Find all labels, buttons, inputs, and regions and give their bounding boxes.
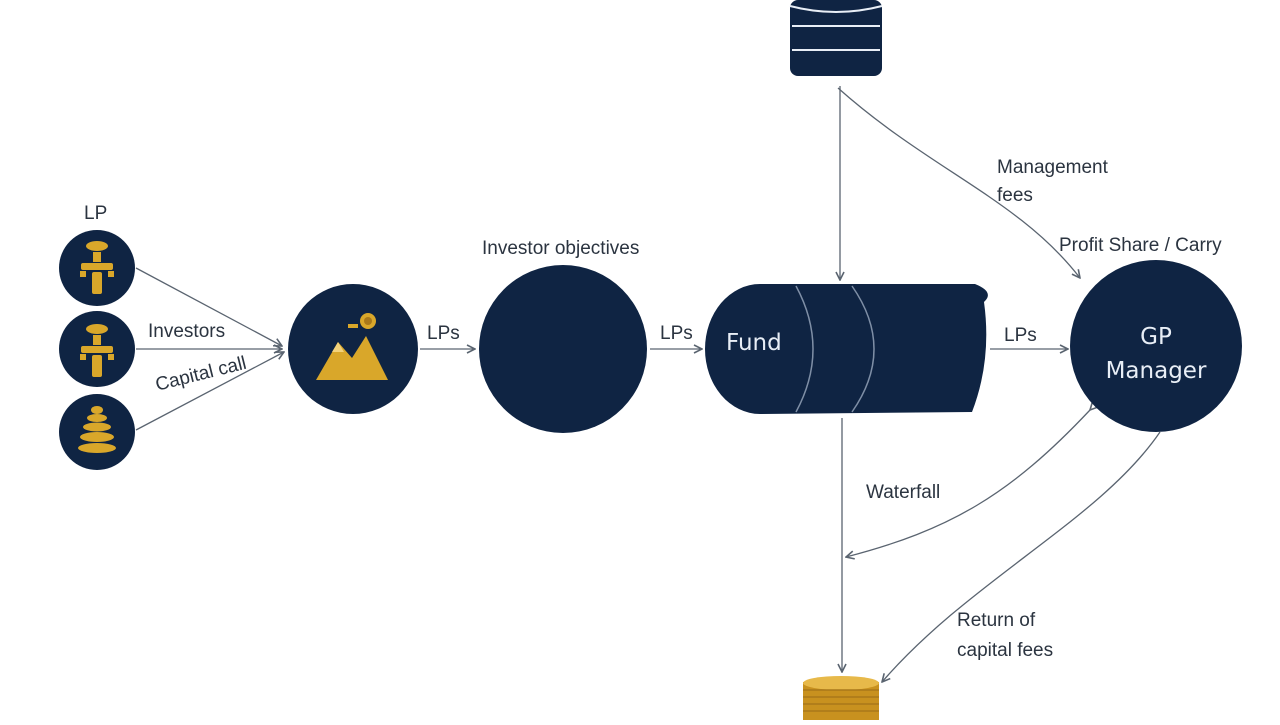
arrow-lp3-to-pool [135, 352, 284, 431]
fund-node [705, 284, 988, 414]
gp-line2: Manager [1105, 358, 1207, 384]
lps-label-1: LPs [427, 323, 460, 344]
investors-label: Investors [148, 321, 226, 342]
investor-figure-icon [80, 324, 114, 377]
waterfall-label: Waterfall [866, 482, 941, 503]
gp-line1: GP [1140, 324, 1172, 350]
arrow-gp-waterfall [846, 410, 1090, 557]
coin-stack-icon [803, 676, 879, 720]
return-capital-label: Return of capital fees [957, 606, 1053, 666]
profit-share-label: Profit Share / Carry [1059, 235, 1222, 256]
return-line1: Return of [957, 610, 1036, 631]
lp-stack [59, 394, 135, 470]
lp-label: LP [84, 203, 108, 224]
arrow-lp1-to-pool [135, 267, 282, 346]
arrow-gp-to-coins [882, 431, 1161, 682]
mountain-coin-icon [316, 313, 388, 380]
connectors [135, 86, 1161, 682]
management-fees-line2: fees [997, 185, 1033, 206]
lps-label-3: LPs [1004, 325, 1037, 346]
lps-label-2: LPs [660, 323, 693, 344]
management-fees-label: Management fees [997, 154, 1108, 210]
fund-label: Fund [726, 330, 782, 356]
database-icon [789, 0, 883, 76]
stacked-coins-icon [78, 406, 116, 453]
arrow-db-to-gp [837, 87, 1080, 278]
gp-manager-label: GP Manager [1076, 320, 1236, 388]
investor-figure-icon [80, 241, 114, 294]
return-line2: capital fees [957, 640, 1054, 661]
lp-investor-1 [59, 230, 135, 306]
lp-investor-2 [59, 311, 135, 387]
investor-objectives-label: Investor objectives [482, 238, 640, 259]
gp-manager-node [1070, 260, 1242, 432]
capital-pool-node [288, 284, 418, 414]
management-fees-line1: Management [997, 157, 1108, 178]
investor-objectives-node [479, 265, 647, 433]
